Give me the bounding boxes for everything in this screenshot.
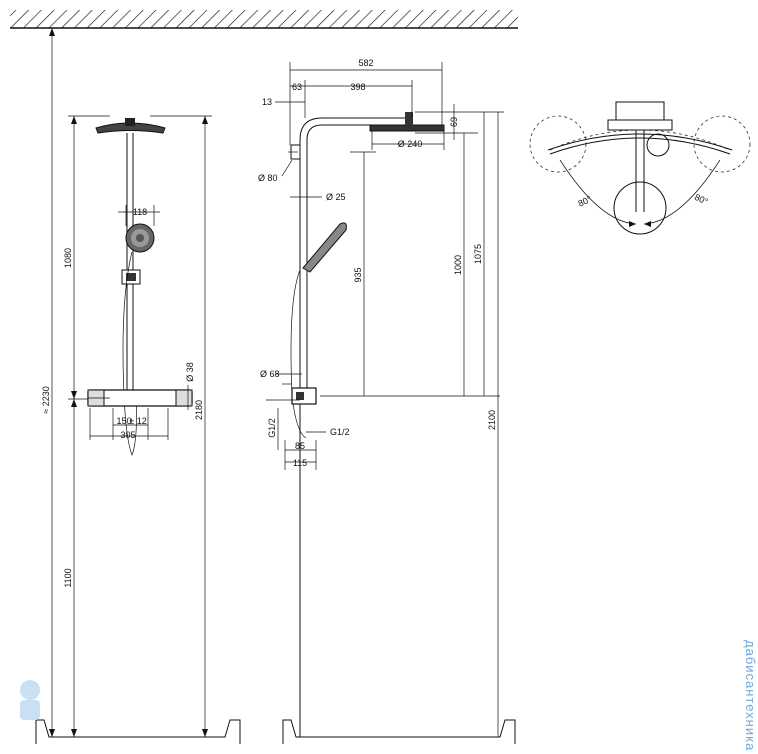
ceiling [10, 10, 518, 29]
dim-1000: 1000 [453, 255, 463, 275]
angle-right: 80° [693, 192, 710, 207]
dim-2180: 2180 [194, 400, 204, 420]
side-hand-shower [302, 222, 347, 273]
side-floor [282, 719, 516, 744]
watermark: дабисантехника [20, 640, 758, 751]
swivel-left [529, 115, 587, 173]
front-floor [35, 719, 241, 744]
dim-diam-25: Ø 25 [326, 192, 346, 202]
top-view: 80° 80° [529, 101, 751, 235]
dim-69: 69 [449, 117, 459, 127]
dim-total-height: ≈ 2230 [41, 386, 51, 413]
dim-1100: 1100 [63, 568, 73, 587]
dim-2100: 2100 [487, 410, 497, 430]
dim-g12-left: G1/2 [267, 418, 277, 438]
dim-115: 115 [293, 458, 307, 468]
dim-85: 85 [295, 441, 305, 451]
dim-diam-80: Ø 80 [258, 173, 278, 183]
swivel-right [693, 115, 751, 173]
dim-1080: 1080 [63, 248, 73, 268]
front-view: ≈ 2230 1080 1100 2180 118 [35, 28, 241, 744]
watermark-text: дабисантехника [743, 640, 758, 751]
dim-935: 935 [353, 267, 363, 282]
top-rain-head [613, 181, 667, 235]
dim-63: 63 [292, 82, 302, 92]
dim-g12-right: G1/2 [330, 427, 350, 437]
dim-12: ± 12 [129, 416, 146, 426]
dim-118: 118 [133, 207, 147, 217]
angle-left: 80° [576, 194, 593, 209]
dim-diam-68: Ø 68 [260, 369, 280, 379]
dim-582: 582 [358, 58, 373, 68]
dim-305: 305 [120, 430, 135, 440]
dim-diam-240: Ø 240 [398, 139, 423, 149]
side-view: 582 398 63 13 69 Ø 240 Ø 80 Ø 25 935 [258, 58, 516, 744]
dim-13: 13 [262, 97, 272, 107]
dim-398: 398 [350, 82, 365, 92]
dim-diam-38: Ø 38 [185, 362, 195, 382]
front-rain-head [95, 122, 166, 134]
dim-1075: 1075 [473, 244, 483, 264]
dim-150: 150 [116, 416, 131, 426]
